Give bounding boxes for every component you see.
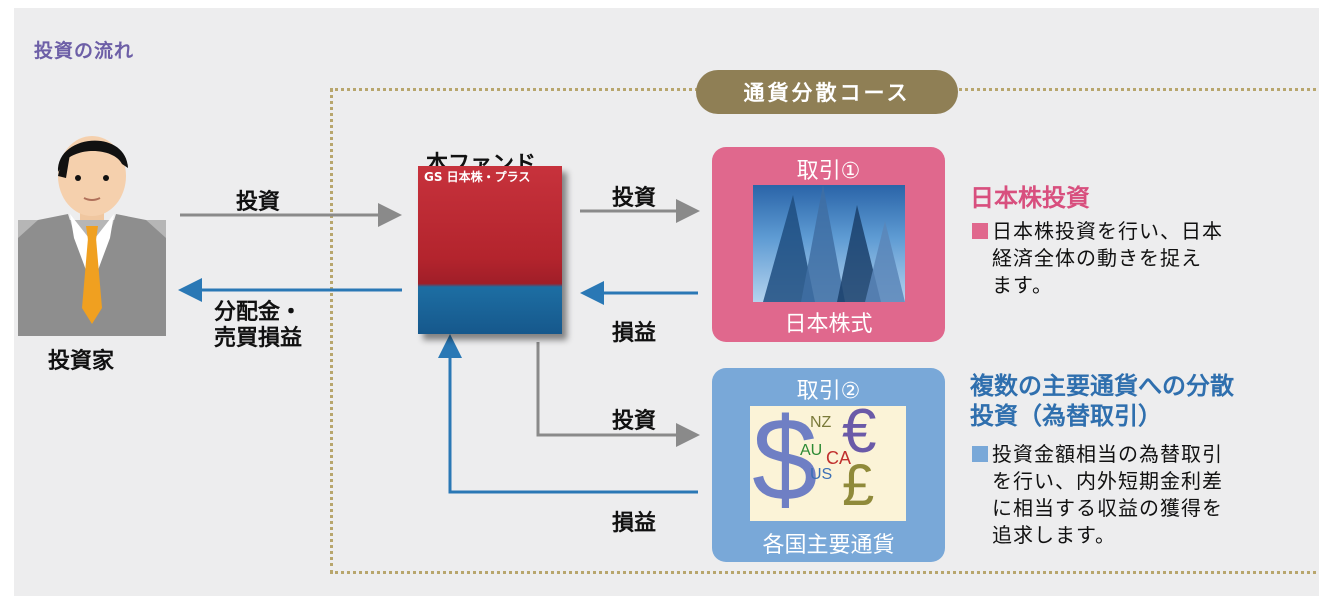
euro-icon: € [842, 406, 877, 466]
ca-label: CA [826, 448, 852, 468]
arrow-return-from-trade2 [438, 334, 698, 494]
trade1-box-title: 取引① [796, 159, 861, 184]
flow-label-invest-to-fund: 投資 [236, 190, 281, 215]
trade1-box-caption: 日本株式 [784, 312, 873, 337]
trade2-box-title: 取引② [796, 379, 861, 404]
flow-label-return-from-trade1: 損益 [612, 321, 657, 346]
pound-icon: £ [842, 453, 875, 518]
flow-label-invest-to-trade2: 投資 [612, 409, 657, 434]
fund-book-label: GS 日本株・プラス [424, 170, 531, 184]
trade2-description-block: 投資金額相当の為替取引 を行い、内外短期金利差 に相当する収益の獲得を 追求しま… [972, 441, 1302, 549]
buildings-photo [753, 185, 905, 302]
flow-label-return-from-trade2: 損益 [612, 511, 657, 536]
investor-icon [18, 136, 166, 336]
page-title: 投資の流れ [34, 40, 135, 62]
trade2-bullet-icon [972, 446, 988, 462]
flow-label-invest-to-trade1: 投資 [612, 186, 657, 211]
trade1-bullet-icon [972, 223, 988, 239]
us-label: US [810, 466, 833, 483]
nz-label: NZ [810, 414, 832, 431]
arrow-invest-to-trade2 [536, 342, 700, 447]
trade2-heading: 複数の主要通貨への分散 投資（為替取引） [970, 372, 1234, 430]
dollar-icon: $ [752, 406, 818, 521]
au-label: AU [800, 442, 823, 459]
flow-label-return-to-investor: 分配金・ 売買損益 [214, 300, 303, 351]
trade1-description-block: 日本株投資を行い、日本 経済全体の動きを捉え ます。 [972, 218, 1302, 299]
trade1-heading: 日本株投資 [970, 184, 1090, 212]
investor-label: 投資家 [48, 349, 115, 374]
currency-illustration: $ € £ NZ AU CA US [750, 406, 906, 521]
trade2-box-caption: 各国主要通貨 [762, 533, 895, 558]
course-label: 通貨分散コース [696, 70, 958, 114]
trade2-description: 投資金額相当の為替取引 を行い、内外短期金利差 に相当する収益の獲得を 追求しま… [992, 442, 1223, 547]
background-panel [14, 8, 1319, 596]
fund-book-image [418, 166, 562, 334]
trade1-description: 日本株投資を行い、日本 経済全体の動きを捉え ます。 [992, 219, 1223, 297]
